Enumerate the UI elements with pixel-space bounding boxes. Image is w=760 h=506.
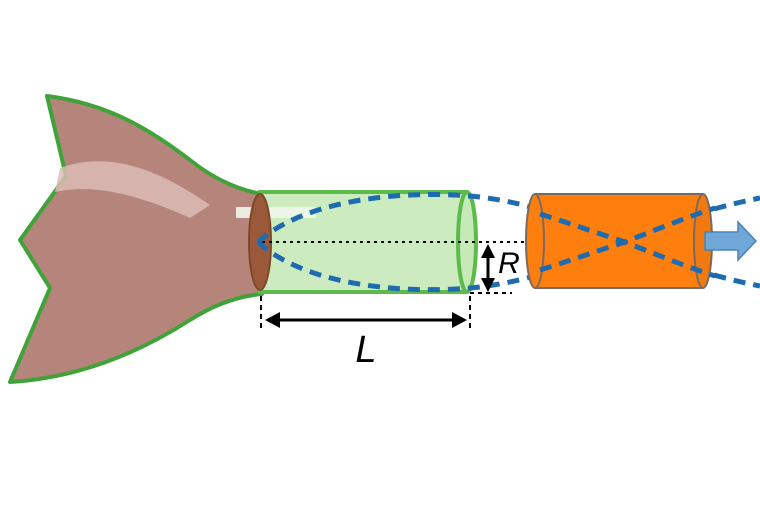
length-arrow-right-head [452,312,467,328]
radius-arrow-top-head [481,244,495,258]
length-arrow-left-head [265,312,280,328]
radius-arrow-bottom-head [481,278,495,292]
radius-label: R [498,247,520,280]
length-label: L [355,329,376,371]
tube-highlight [236,207,316,218]
horn-highlight [55,161,210,218]
beam-cross-lower [539,239,716,279]
orange-cylinder-left-end [525,193,545,289]
output-arrow-icon [704,220,758,262]
horn-body [8,94,264,384]
